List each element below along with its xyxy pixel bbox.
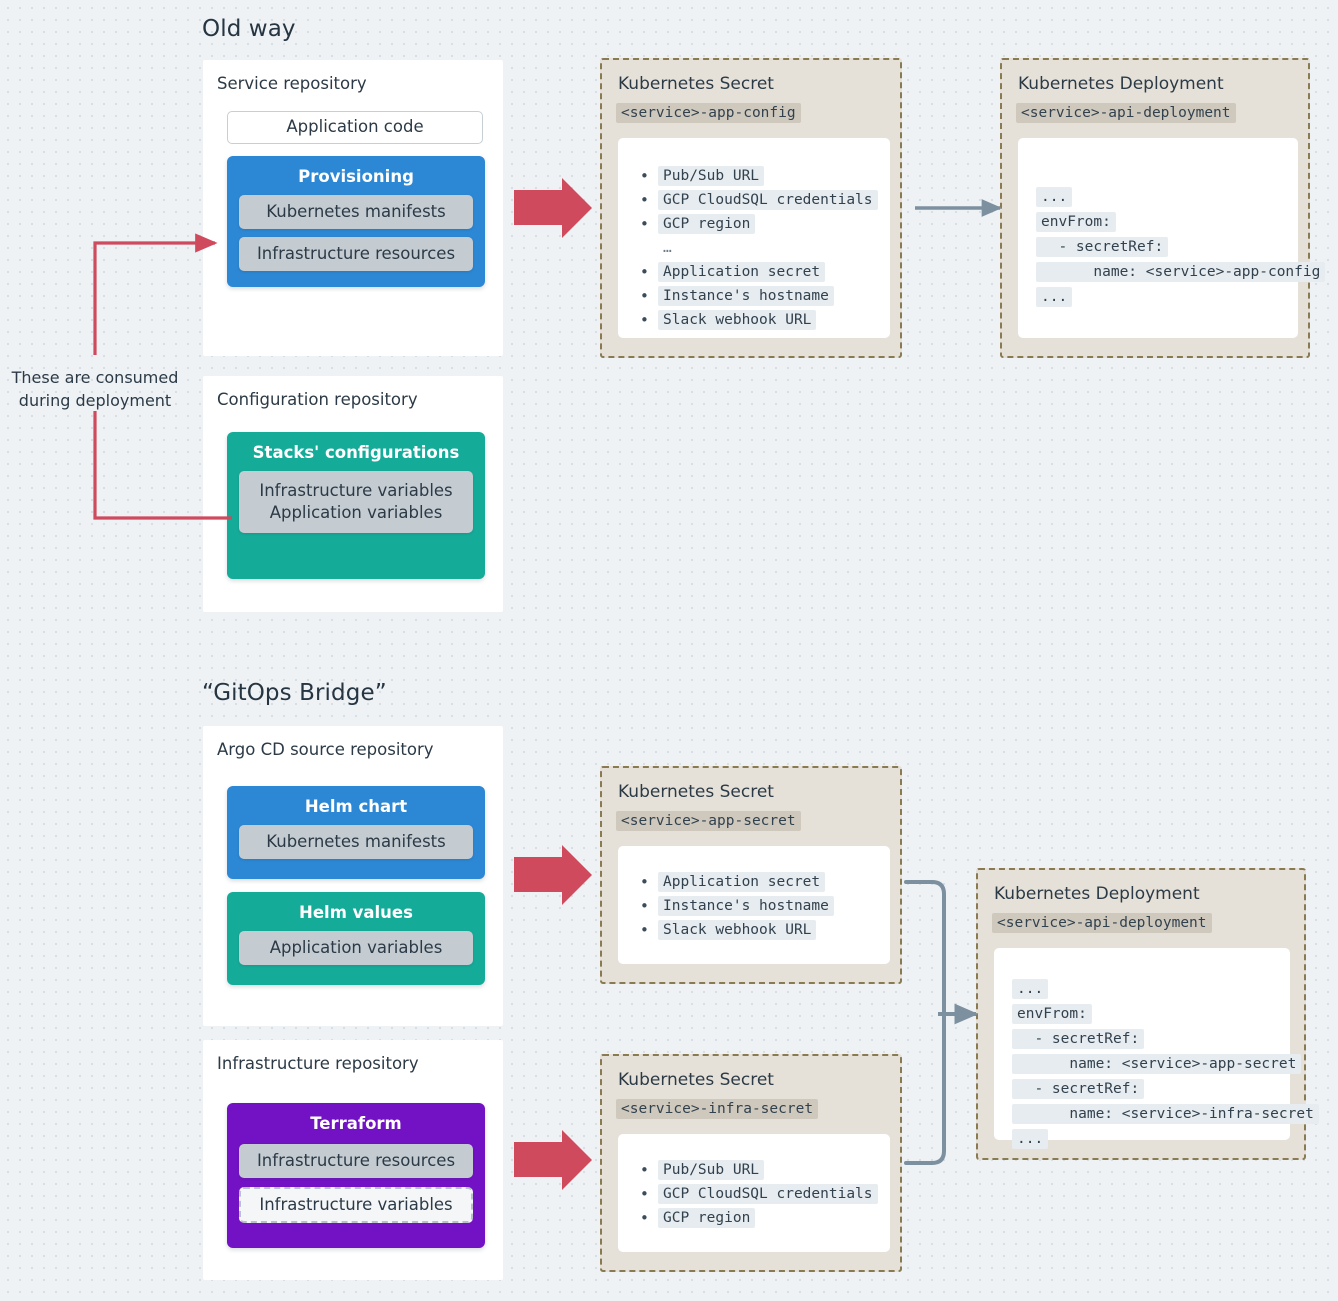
chip-application-code[interactable]: Application code	[227, 111, 483, 144]
k8s-secret-app-config[interactable]: Kubernetes Secret <service>-app-config •…	[600, 58, 902, 358]
k8s-deployment-old[interactable]: Kubernetes Deployment <service>-api-depl…	[1000, 58, 1326, 358]
card-infrastructure-repository-title: Infrastructure repository	[217, 1054, 419, 1073]
chip-kubernetes-manifests-helm[interactable]: Kubernetes manifests	[239, 825, 473, 859]
chip-application-variables[interactable]: Application variables	[239, 931, 473, 965]
group-helm-chart[interactable]: Helm chart Kubernetes manifests	[227, 786, 485, 879]
card-argo-cd-source-repository[interactable]: Argo CD source repository Helm chart Kub…	[203, 726, 503, 1026]
group-provisioning[interactable]: Provisioning Kubernetes manifests Infras…	[227, 156, 485, 287]
chip-infrastructure-resources[interactable]: Infrastructure resources	[239, 237, 473, 271]
connector-infra-secret-to-deployment	[904, 1012, 946, 1165]
list-item: •Slack webhook URL	[640, 310, 878, 330]
card-service-repository-title: Service repository	[217, 74, 367, 93]
k8s-secret-app-config-body: •Pub/Sub URL •GCP CloudSQL credentials •…	[618, 138, 890, 338]
chip-kubernetes-manifests[interactable]: Kubernetes manifests	[239, 195, 473, 229]
secret-app-secret-list: •Application secret •Instance's hostname…	[640, 872, 834, 944]
group-terraform-title: Terraform	[310, 1114, 402, 1133]
k8s-deployment-gitops-name: <service>-api-deployment	[992, 913, 1212, 933]
list-item: •Instance's hostname	[640, 286, 878, 306]
block-arrow-infra-to-infra-secret	[514, 1130, 592, 1190]
list-item: •Instance's hostname	[640, 896, 834, 916]
k8s-secret-app-secret-body: •Application secret •Instance's hostname…	[618, 846, 890, 964]
k8s-secret-infra-secret[interactable]: Kubernetes Secret <service>-infra-secret…	[600, 1054, 902, 1272]
group-helm-values-title: Helm values	[299, 903, 413, 922]
card-argo-cd-source-repository-title: Argo CD source repository	[217, 740, 434, 759]
chip-infrastructure-application-variables[interactable]: Infrastructure variables Application var…	[239, 471, 473, 533]
k8s-secret-app-config-name: <service>-app-config	[616, 103, 801, 123]
list-item: •GCP region	[640, 214, 878, 234]
list-item: •Pub/Sub URL	[640, 1160, 878, 1180]
list-item: •GCP region	[640, 1208, 878, 1228]
k8s-secret-app-secret[interactable]: Kubernetes Secret <service>-app-secret •…	[600, 766, 902, 984]
annotation-consumed-during-deployment: These are consumed during deployment	[11, 368, 179, 411]
k8s-secret-app-secret-kind: Kubernetes Secret	[618, 782, 774, 802]
secret-infra-secret-list: •Pub/Sub URL •GCP CloudSQL credentials •…	[640, 1160, 878, 1232]
k8s-secret-infra-secret-name: <service>-infra-secret	[616, 1099, 819, 1119]
connector-annotation-to-manifests	[93, 233, 218, 355]
connector-app-secret-to-deployment	[904, 880, 946, 1016]
block-arrow-service-to-secret	[514, 178, 592, 238]
group-stacks-configurations[interactable]: Stacks' configurations Infrastructure va…	[227, 432, 485, 579]
card-configuration-repository-title: Configuration repository	[217, 390, 418, 409]
k8s-secret-app-secret-name: <service>-app-secret	[616, 811, 801, 831]
group-terraform[interactable]: Terraform Infrastructure resources Infra…	[227, 1103, 485, 1248]
k8s-deployment-old-body: ... envFrom: - secretRef: name: <service…	[1018, 138, 1326, 338]
group-provisioning-title: Provisioning	[298, 167, 414, 186]
section-title-old-way: Old way	[202, 16, 296, 42]
card-configuration-repository[interactable]: Configuration repository Stacks' configu…	[203, 376, 503, 612]
list-item: •Application secret	[640, 262, 878, 282]
k8s-deployment-gitops-kind: Kubernetes Deployment	[994, 884, 1200, 904]
deployment-gitops-yaml: ... envFrom: - secretRef: name: <service…	[1012, 978, 1319, 1153]
list-item-ellipsis: •…	[663, 240, 672, 256]
section-title-gitops-bridge: “GitOps Bridge”	[202, 680, 387, 706]
k8s-deployment-old-kind: Kubernetes Deployment	[1018, 74, 1224, 94]
list-item: •Pub/Sub URL	[640, 166, 878, 186]
k8s-deployment-old-name: <service>-api-deployment	[1016, 103, 1236, 123]
chip-infrastructure-resources-tf[interactable]: Infrastructure resources	[239, 1144, 473, 1178]
k8s-secret-app-config-kind: Kubernetes Secret	[618, 74, 774, 94]
k8s-deployment-gitops-body: ... envFrom: - secretRef: name: <service…	[994, 948, 1319, 1150]
card-service-repository[interactable]: Service repository Application code Prov…	[203, 60, 503, 356]
k8s-secret-infra-secret-kind: Kubernetes Secret	[618, 1070, 774, 1090]
group-helm-chart-title: Helm chart	[304, 797, 408, 816]
secret-app-config-list: •Pub/Sub URL •GCP CloudSQL credentials •…	[640, 166, 878, 334]
chip-infrastructure-variables-tf[interactable]: Infrastructure variables	[239, 1187, 473, 1223]
block-arrow-argo-to-app-secret	[514, 845, 592, 905]
k8s-deployment-gitops[interactable]: Kubernetes Deployment <service>-api-depl…	[976, 868, 1319, 1160]
group-stacks-configurations-title: Stacks' configurations	[252, 443, 460, 462]
card-infrastructure-repository[interactable]: Infrastructure repository Terraform Infr…	[203, 1040, 503, 1280]
list-item: •Slack webhook URL	[640, 920, 834, 940]
group-helm-values[interactable]: Helm values Application variables	[227, 892, 485, 985]
list-item: •Application secret	[640, 872, 834, 892]
deployment-old-yaml: ... envFrom: - secretRef: name: <service…	[1036, 186, 1326, 311]
list-item: •GCP CloudSQL credentials	[640, 1184, 878, 1204]
list-item: •GCP CloudSQL credentials	[640, 190, 878, 210]
k8s-secret-infra-secret-body: •Pub/Sub URL •GCP CloudSQL credentials •…	[618, 1134, 890, 1252]
